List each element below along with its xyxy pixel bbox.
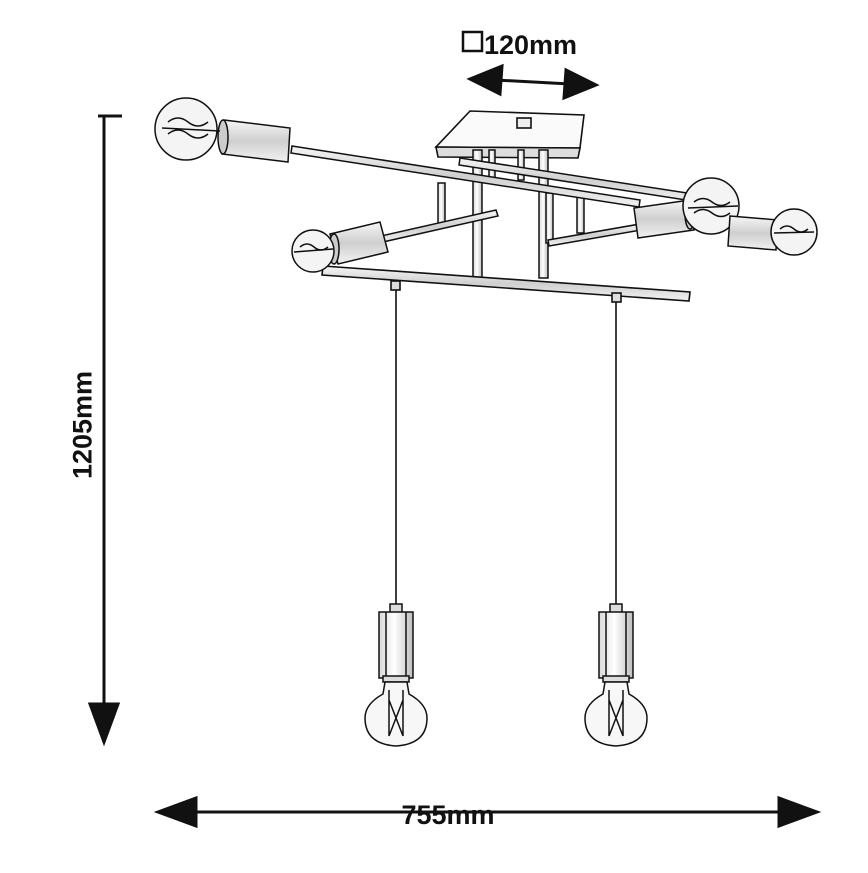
bulb-icon [584, 681, 648, 747]
arm-socket-middle-left [328, 221, 389, 265]
height-label-container: 1205mm [63, 345, 103, 505]
height-label: 1205mm [67, 370, 98, 480]
bulb-icon [364, 681, 428, 747]
arm-socket-far-right [727, 215, 779, 251]
pendant-cords [395, 290, 617, 607]
bulb-icon [770, 208, 818, 256]
pendant-right [598, 603, 634, 683]
arm-socket-top-left [217, 119, 291, 163]
base-size-label: 120mm [484, 30, 578, 60]
width-dimension-arrow [153, 795, 822, 829]
pendant-left [378, 603, 414, 683]
inner-arms [371, 209, 642, 247]
bulb-icon [154, 97, 221, 161]
bulb-icon [682, 177, 740, 235]
square-icon [461, 30, 484, 53]
pendant-bar [321, 265, 691, 303]
ceiling-canopy [434, 110, 585, 159]
base-dimension-arrow [466, 63, 600, 101]
height-dimension-arrow [87, 114, 122, 747]
bulb-icon [291, 229, 335, 273]
width-label: 755mm [401, 800, 495, 830]
